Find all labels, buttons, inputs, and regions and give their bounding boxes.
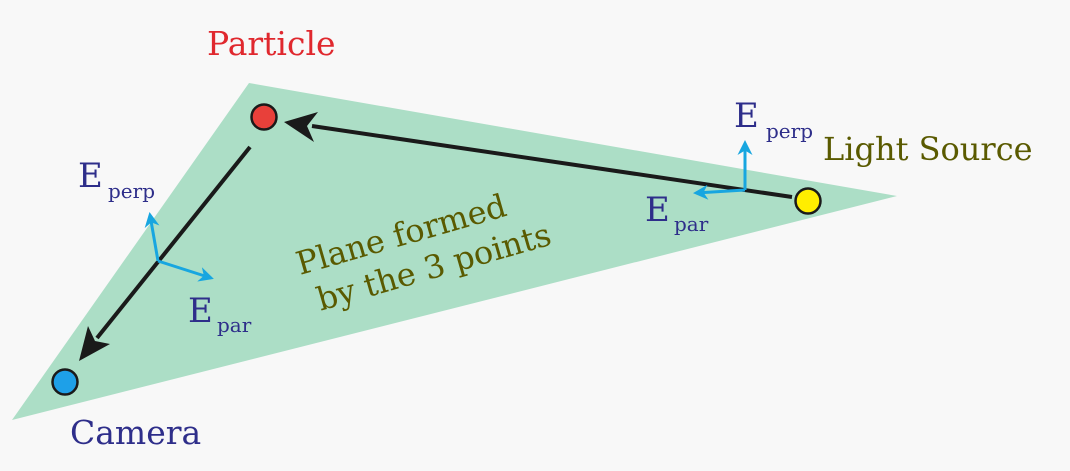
scattered-ray [95, 145, 252, 340]
light-source-label: Light Source [823, 130, 1033, 168]
scattered-ray-arrowhead [79, 326, 110, 361]
light-polarization-vectors [693, 140, 753, 200]
e-perp-label-camera: E perp [78, 156, 155, 203]
e-par-camera-e: E [188, 291, 213, 331]
e-perp-light-sub: perp [766, 119, 813, 143]
e-par-light-sub: par [674, 212, 709, 236]
e-perp-light-e: E [734, 96, 759, 136]
e-perp-vector-camera [144, 212, 160, 262]
camera-polarization-vectors [144, 212, 214, 282]
incident-ray [311, 124, 793, 199]
e-par-light-e: E [645, 190, 670, 230]
incident-ray-arrowhead [284, 112, 318, 142]
e-par-vector-light [693, 184, 746, 200]
e-par-vector-camera [157, 259, 214, 282]
e-par-camera-sub: par [217, 313, 252, 337]
particle-point [250, 103, 278, 131]
e-perp-camera-e: E [78, 156, 103, 196]
e-perp-camera-sub: perp [108, 179, 155, 203]
camera-label: Camera [70, 413, 201, 452]
camera-point [51, 368, 79, 396]
light-source-point [794, 187, 822, 215]
e-perp-label-light: E perp [734, 96, 813, 143]
particle-label: Particle [207, 24, 336, 63]
e-par-label-light: E par [645, 190, 709, 236]
e-par-label-camera: E par [188, 291, 252, 337]
